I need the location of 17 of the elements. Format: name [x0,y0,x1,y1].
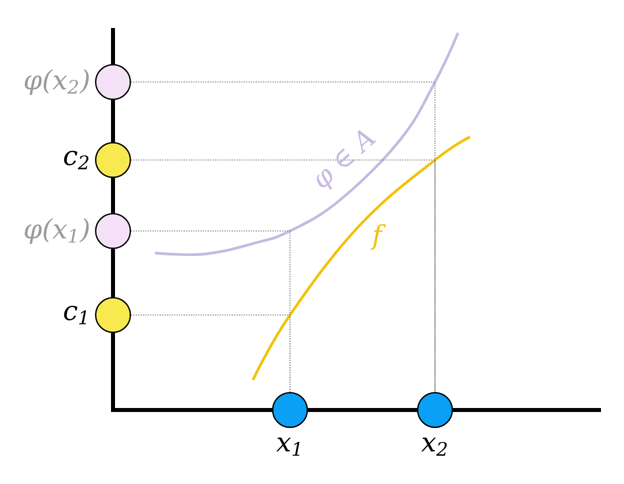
curve-label: φ ∈ A [316,130,376,190]
point-marker [95,64,131,100]
axis-label: c$_{2}$ [64,150,88,170]
point-marker [95,142,131,178]
guide-line [131,159,436,392]
point-marker [95,213,131,249]
guide-line [131,81,436,392]
axis-label: x$_{1}$ [276,438,300,456]
axis-label: x$_{2}$ [421,438,447,456]
point-marker [95,297,131,333]
guide-line [131,314,291,392]
axis-label: c$_{1}$ [64,306,86,324]
point-marker [417,392,453,428]
axis-label: φ(x$_{1}$) [24,218,89,244]
point-marker [272,392,308,428]
curve-label: f [370,224,386,250]
axis-label: φ(x$_{2}$) [24,69,89,95]
